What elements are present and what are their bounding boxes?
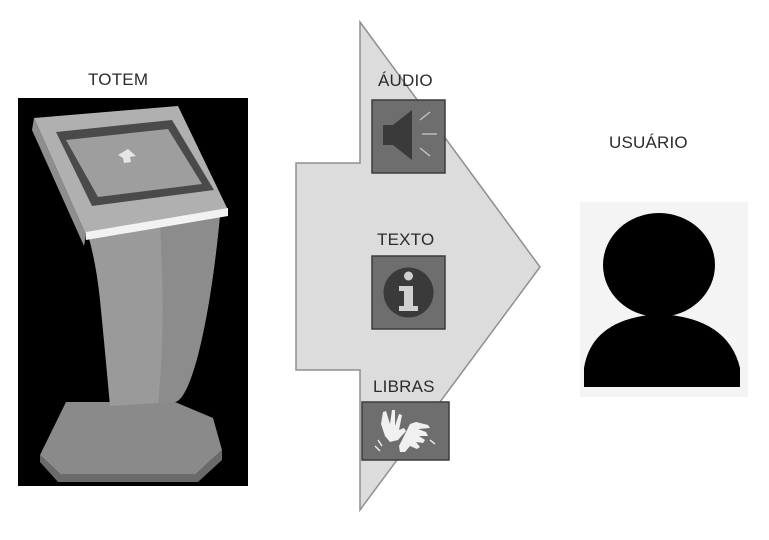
info-icon: [383, 267, 434, 318]
totem-image: [18, 98, 248, 486]
usuario-label: USUÁRIO: [609, 133, 688, 152]
audio-icon-box: [371, 99, 446, 174]
texto-icon-box: [371, 255, 446, 330]
totem-label: TOTEM: [88, 70, 149, 89]
user-avatar-icon: [580, 202, 748, 397]
speaker-icon: [383, 110, 437, 160]
libras-icon-box: [361, 401, 450, 461]
libras-label: LIBRAS: [373, 377, 435, 396]
audio-label: ÁUDIO: [378, 71, 433, 90]
texto-label: TEXTO: [377, 230, 435, 249]
sign-language-hands-icon: [374, 410, 436, 452]
